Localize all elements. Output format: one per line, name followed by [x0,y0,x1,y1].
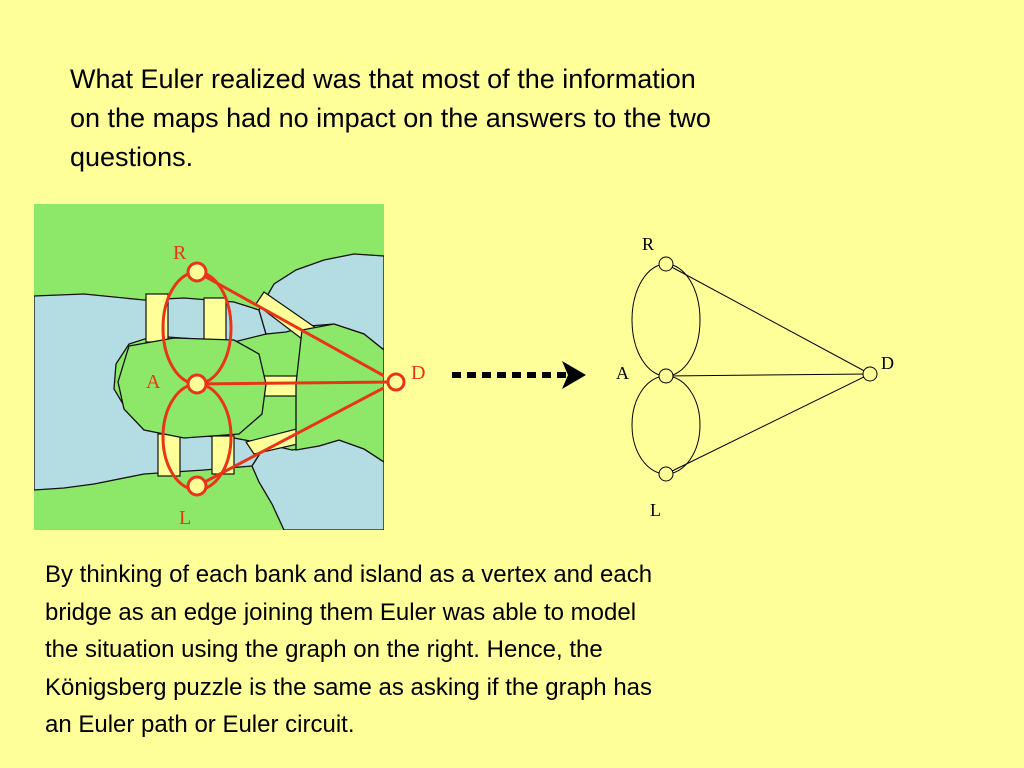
euler-graph: R A D L [616,234,894,520]
graph-vertex-d [862,366,878,382]
map-vertex-d-group: D [384,362,425,392]
river-left [34,293,268,491]
graph-vertex-l [658,466,674,482]
bridge-2 [203,297,227,345]
map-vertex-r [186,261,208,283]
caption-line-4: Königsberg puzzle is the same as asking … [45,673,653,701]
dotted-arrow [452,361,586,389]
map-vertex-l [186,475,208,497]
intro-line-3: questions. [70,142,194,172]
arrow-head [562,361,586,389]
graph-label-l: L [650,500,661,520]
graph-edge-ad [665,373,871,377]
intro-line-2: on the maps had no impact on the answers… [70,103,711,133]
intro-line-1: What Euler realized was that most of the… [70,64,696,94]
graph-vertices [658,256,878,482]
map-edge-rd [196,270,384,378]
caption-paragraph: By thinking of each bank and island as a… [45,556,885,744]
graph-edge-ra-ellipse [631,263,701,377]
graph-edge-al-ellipse [631,375,701,475]
caption-line-5: an Euler path or Euler circuit. [45,711,355,738]
graph-vertex-r [658,256,674,272]
map-vertices [186,261,208,497]
east-bank [295,323,384,463]
graph-edge-ld [665,373,871,475]
caption-line-1: By thinking of each bank and island as a… [45,561,653,588]
graph-edge-rd [665,263,871,375]
graph-vertex-labels: R A D L [616,234,894,520]
intro-paragraph: What Euler realized was that most of the… [70,60,900,177]
caption-line-2: bridge as an edge joining them Euler was… [45,598,637,626]
graph-label-d: D [881,353,894,373]
graph-label-r: R [642,234,654,254]
map-vertex-d [386,372,406,392]
map-label-l: L [179,507,191,529]
konigsberg-map: R A L [34,204,384,530]
map-vertex-labels: R A L [146,242,191,529]
graph-label-a: A [616,363,629,383]
map-edge-ld [196,386,384,488]
map-edge-ad [196,380,384,386]
map-label-r: R [173,242,187,264]
caption-line-3: the situation using the graph on the rig… [45,636,603,663]
map-label-d: D [411,362,425,384]
map-vertex-a [186,373,208,395]
map-label-a: A [146,371,161,393]
graph-vertex-a [658,368,674,384]
